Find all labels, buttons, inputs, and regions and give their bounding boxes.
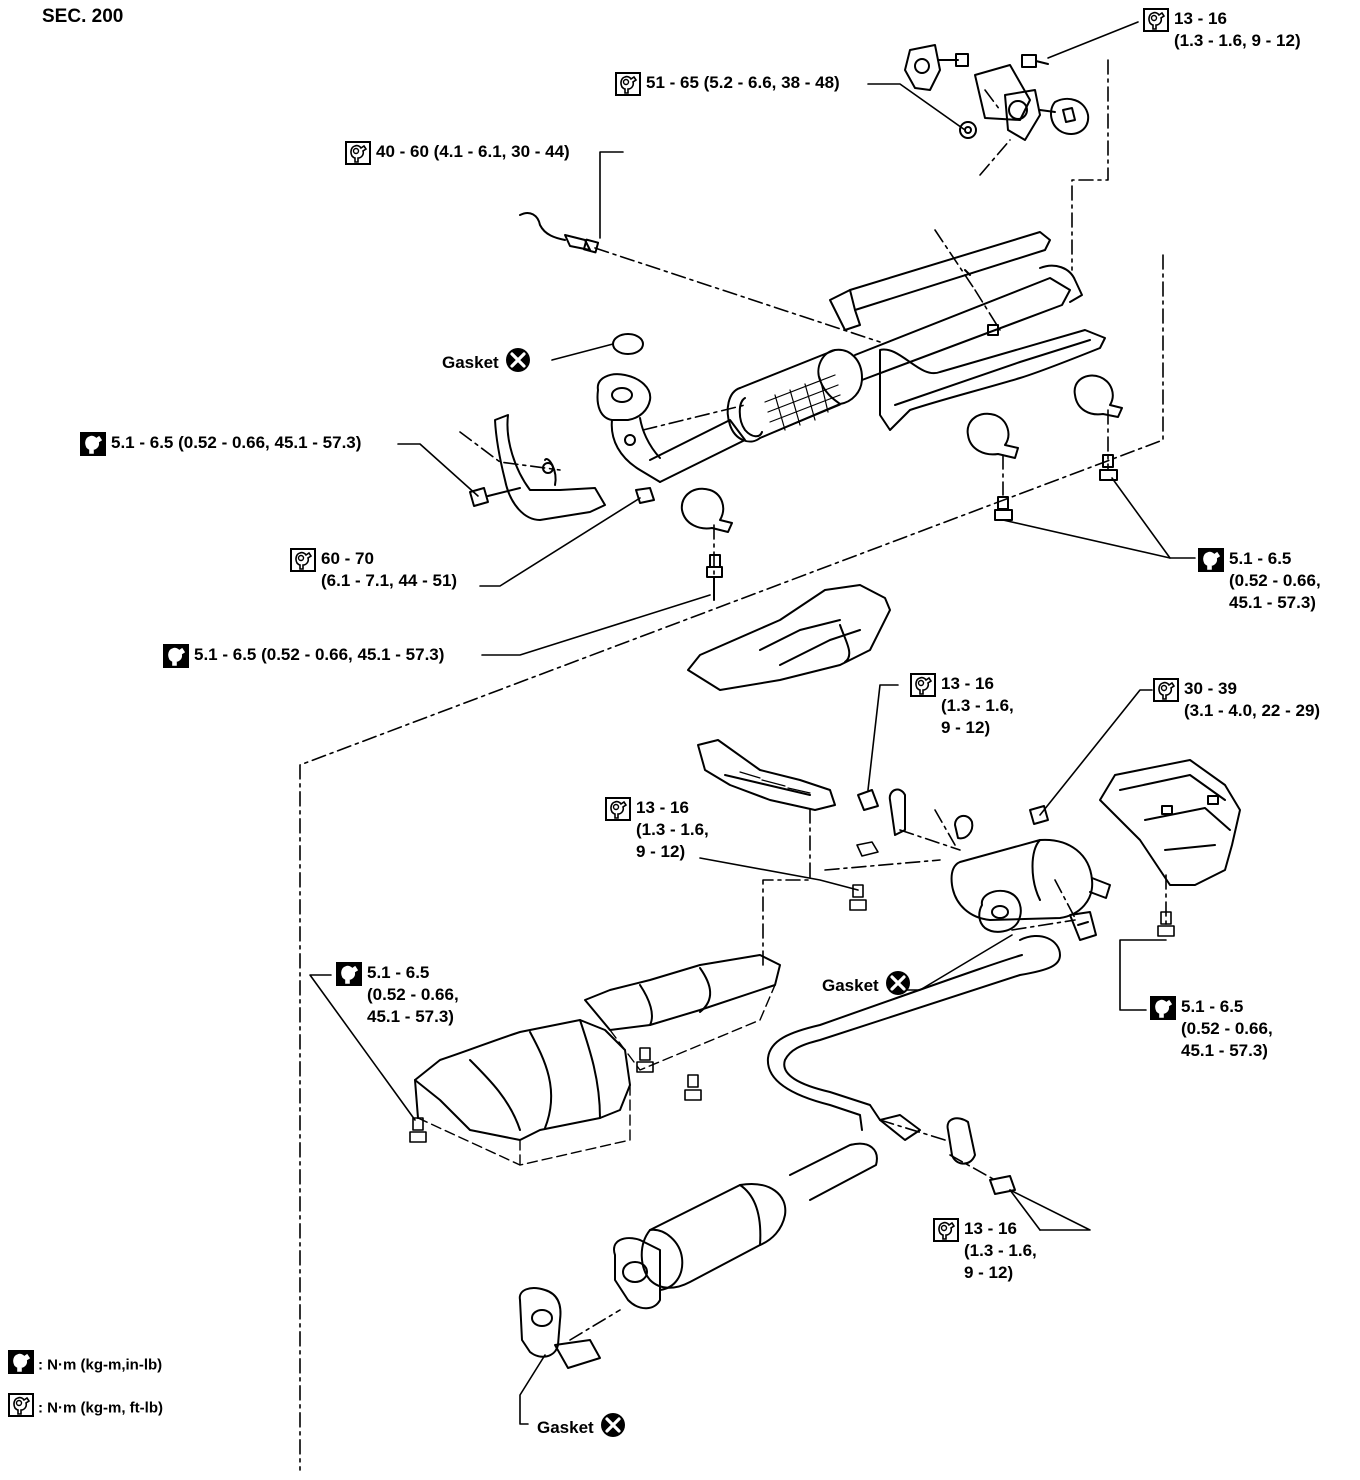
torque-label-oxygen-sensor: 40 - 60 (4.1 - 6.1, 30 - 44) — [345, 141, 570, 171]
torque-value: 5.1 - 6.5 — [1181, 997, 1244, 1016]
torque-label-clamp-bolts: 5.1 - 6.5 (0.52 - 0.66, 45.1 - 57.3) — [1198, 548, 1321, 614]
floor-heat-insulator — [687, 584, 891, 691]
torque-value-detail: (6.1 - 7.1, 44 - 51) — [321, 571, 458, 590]
torque-ftlb-icon — [615, 72, 641, 102]
torque-label-hanger-nut: 13 - 16 (1.3 - 1.6, 9 - 12) — [910, 673, 1014, 739]
torque-value: 13 - 16 — [1174, 9, 1227, 28]
torque-inlb-icon — [80, 432, 106, 462]
torque-value: 13 - 16 — [636, 798, 689, 817]
torque-value-detail: (3.1 - 4.0, 22 - 29) — [1184, 701, 1321, 720]
replace-x-icon — [885, 970, 911, 1003]
torque-value-detail: 45.1 - 57.3) — [1181, 1041, 1268, 1060]
torque-value-detail: 9 - 12) — [636, 842, 686, 861]
front-insulator-bracket — [469, 414, 606, 521]
torque-label-rear-hanger-bolt: 13 - 16 (1.3 - 1.6, 9 - 12) — [933, 1218, 1037, 1284]
torque-ftlb-icon — [605, 797, 631, 827]
front-mount-bracket — [904, 44, 1090, 141]
torque-value-detail: (0.52 - 0.66, — [1181, 1019, 1273, 1038]
gasket-label-center: Gasket — [822, 970, 911, 1003]
torque-value: 5.1 - 6.5 — [1229, 549, 1292, 568]
torque-value-detail: (1.3 - 1.6, — [636, 820, 709, 839]
torque-label-front-mount-nut: 51 - 65 (5.2 - 6.6, 38 - 48) — [615, 72, 840, 102]
torque-value: 5.1 - 6.5 (0.52 - 0.66, 45.1 - 57.3) — [111, 433, 362, 452]
oxygen-sensor — [519, 212, 600, 254]
section-title: SEC. 200 — [42, 6, 124, 27]
rear-heat-insulator — [1099, 759, 1241, 886]
front-gasket-shape — [612, 333, 644, 355]
torque-ftlb-icon — [1153, 678, 1179, 708]
bolts — [409, 841, 1175, 1143]
torque-inlb-icon — [163, 644, 189, 674]
torque-value-detail: 45.1 - 57.3) — [1229, 593, 1316, 612]
torque-inlb-icon — [8, 1350, 34, 1381]
torque-value: 30 - 39 — [1184, 679, 1237, 698]
torque-value-detail: (1.3 - 1.6, — [941, 696, 1014, 715]
legend-text: : N·m (kg-m, ft-lb) — [38, 1399, 163, 1417]
gasket-text: Gasket — [822, 975, 879, 995]
torque-value-detail: (0.52 - 0.66, — [1229, 571, 1321, 590]
torque-label-insulator-bolt: 5.1 - 6.5 (0.52 - 0.66, 45.1 - 57.3) — [80, 432, 361, 462]
torque-ftlb-icon — [290, 548, 316, 578]
upper-heat-insulator — [829, 231, 1106, 431]
torque-label-muffler-nut: 30 - 39 (3.1 - 4.0, 22 - 29) — [1153, 678, 1320, 722]
torque-value-detail: (1.3 - 1.6, 9 - 12) — [1174, 31, 1301, 50]
torque-ftlb-icon — [910, 673, 936, 703]
torque-value: 5.1 - 6.5 — [367, 963, 430, 982]
torque-label-front-mount-bolt: 13 - 16 (1.3 - 1.6, 9 - 12) — [1143, 8, 1301, 52]
torque-value-detail: 45.1 - 57.3) — [367, 1007, 454, 1026]
torque-label-catalyst-shield-bolt: 5.1 - 6.5 (0.52 - 0.66, 45.1 - 57.3) — [336, 962, 459, 1028]
torque-value-detail: (1.3 - 1.6, — [964, 1241, 1037, 1260]
torque-ftlb-icon — [8, 1393, 34, 1424]
torque-value: 40 - 60 (4.1 - 6.1, 30 - 44) — [376, 142, 570, 161]
legend-ftlb: : N·m (kg-m, ft-lb) — [8, 1393, 163, 1424]
torque-value: 60 - 70 — [321, 549, 374, 568]
gasket-text: Gasket — [537, 1417, 594, 1437]
torque-value: 51 - 65 (5.2 - 6.6, 38 - 48) — [646, 73, 840, 92]
leader-lines — [309, 21, 1196, 1425]
legend-text: : N·m (kg-m,in-lb) — [38, 1356, 163, 1374]
torque-ftlb-icon — [345, 141, 371, 171]
torque-inlb-icon — [1198, 548, 1224, 578]
torque-label-insulator-mount-bolt: 13 - 16 (1.3 - 1.6, 9 - 12) — [605, 797, 709, 863]
replace-x-icon — [505, 347, 531, 380]
torque-value-detail: 9 - 12) — [964, 1263, 1014, 1282]
replace-x-icon — [600, 1412, 626, 1445]
main-muffler — [613, 1117, 1016, 1310]
torque-value: 5.1 - 6.5 (0.52 - 0.66, 45.1 - 57.3) — [194, 645, 445, 664]
torque-value-detail: (0.52 - 0.66, — [367, 985, 459, 1004]
pipe-clamps — [680, 374, 1123, 601]
gasket-label-rear: Gasket — [537, 1412, 626, 1445]
front-tube-catalyst — [596, 264, 1083, 504]
torque-label-rear-shield-bolt: 5.1 - 6.5 (0.52 - 0.66, 45.1 - 57.3) — [1150, 996, 1273, 1062]
torque-value: 13 - 16 — [964, 1219, 1017, 1238]
legend-inlb: : N·m (kg-m,in-lb) — [8, 1350, 162, 1381]
torque-ftlb-icon — [1143, 8, 1169, 38]
tail-gasket-part — [518, 1287, 601, 1369]
torque-inlb-icon — [336, 962, 362, 992]
gasket-label-front: Gasket — [442, 347, 531, 380]
gasket-text: Gasket — [442, 352, 499, 372]
torque-label-clamp-bolt: 5.1 - 6.5 (0.52 - 0.66, 45.1 - 57.3) — [163, 644, 444, 674]
torque-value: 13 - 16 — [941, 674, 994, 693]
center-muffler — [766, 788, 1111, 1141]
center-heat-insulator — [697, 739, 836, 811]
torque-ftlb-icon — [933, 1218, 959, 1248]
torque-label-flange-nut: 60 - 70 (6.1 - 7.1, 44 - 51) — [290, 548, 457, 592]
torque-inlb-icon — [1150, 996, 1176, 1026]
catalyst-heat-shields — [414, 954, 781, 1166]
torque-value-detail: 9 - 12) — [941, 718, 991, 737]
